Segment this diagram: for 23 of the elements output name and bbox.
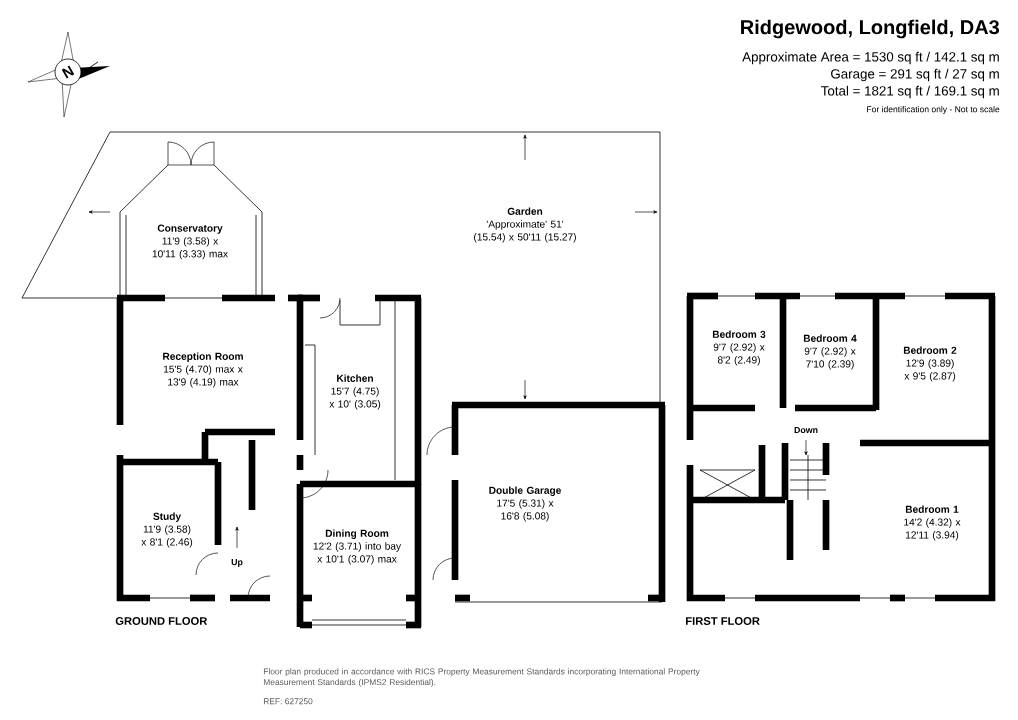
compass-letter: N [61, 65, 75, 79]
reference-number: REF: 627250 [263, 698, 313, 705]
room-label: Double Garage 17'5 (5.31) x 16'8 (5.08) [489, 486, 561, 522]
room-label: Garden 'Approximate' 51' (15.54) x 50'11 (15.27) [474, 207, 576, 243]
room-label: Reception Room 15'5 (4.70) max x 13'9 (4.19) max [163, 352, 243, 388]
room-label: Kitchen 15'7 (4.75) x 10' (3.05) [329, 374, 381, 410]
area-text: Total = 1821 sq ft / 169.1 sq m [821, 85, 999, 99]
stair-label: Up [231, 559, 243, 567]
room-label: Bedroom 1 14'2 (4.32) x 12'11 (3.94) [904, 505, 961, 541]
area-text: Approximate Area = 1530 sq ft / 142.1 sq m [742, 51, 999, 65]
room-label: Bedroom 3 9'7 (2.92) x 8'2 (2.49) [712, 330, 766, 366]
room-label: Study 11'9 (3.58) x 8'1 (2.46) [141, 512, 193, 548]
note-text: For identification only - Not to scale [867, 106, 1000, 114]
floor-label: GROUND FLOOR [115, 617, 208, 625]
floor-label: FIRST FLOOR [686, 617, 760, 625]
title: Ridgewood, Longfield, DA3 [741, 19, 1000, 39]
room-label: Bedroom 4 9'7 (2.92) x 7'10 (2.39) [803, 334, 857, 370]
room-label: Bedroom 2 12'9 (3.89) x 9'5 (2.87) [903, 346, 957, 382]
room-label: Conservatory 11'9 (3.58) x 10'11 (3.33) max [152, 224, 228, 260]
area-text: Garage = 291 sq ft / 27 sq m [831, 68, 999, 82]
footnote: Floor plan produced in accordance with RICS Property Measurement Standards incorporating International Property Measurement Standards (IPMS2 Residential). [263, 668, 700, 687]
stair-label: Down [794, 426, 818, 434]
room-label: Dining Room 12'2 (3.71) into bay x 10'1 (3.07) max [313, 529, 402, 565]
